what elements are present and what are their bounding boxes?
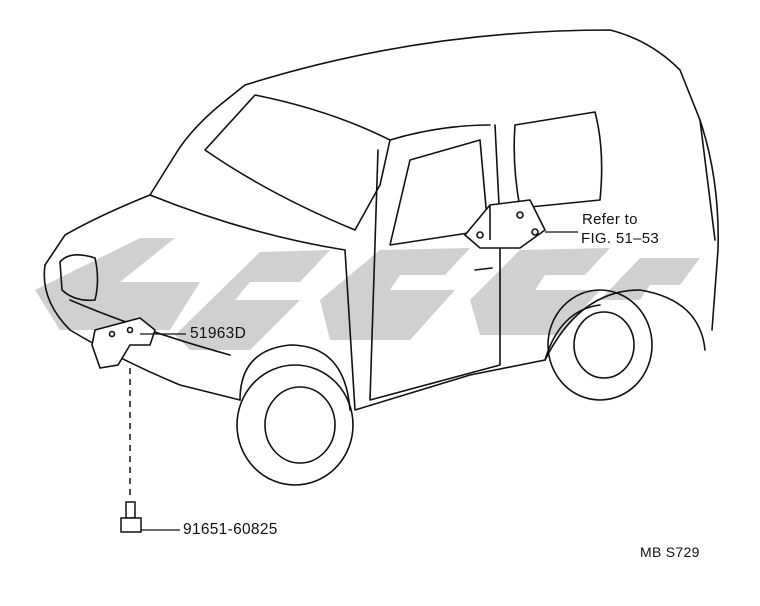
bolt-part <box>120 501 142 533</box>
part-number-bolt: 91651-60825 <box>183 521 278 538</box>
leader-lines <box>140 231 578 531</box>
hinge-part <box>463 199 547 249</box>
figure-code: MB S729 <box>640 544 700 560</box>
reference-line-2: FIG. 51–53 <box>581 230 660 247</box>
reference-line-1: Refer to <box>582 211 638 228</box>
part-number-bracket: 51963D <box>190 325 247 342</box>
watermark <box>35 238 700 350</box>
vehicle-outline <box>43 29 719 486</box>
bracket-part <box>91 317 156 369</box>
